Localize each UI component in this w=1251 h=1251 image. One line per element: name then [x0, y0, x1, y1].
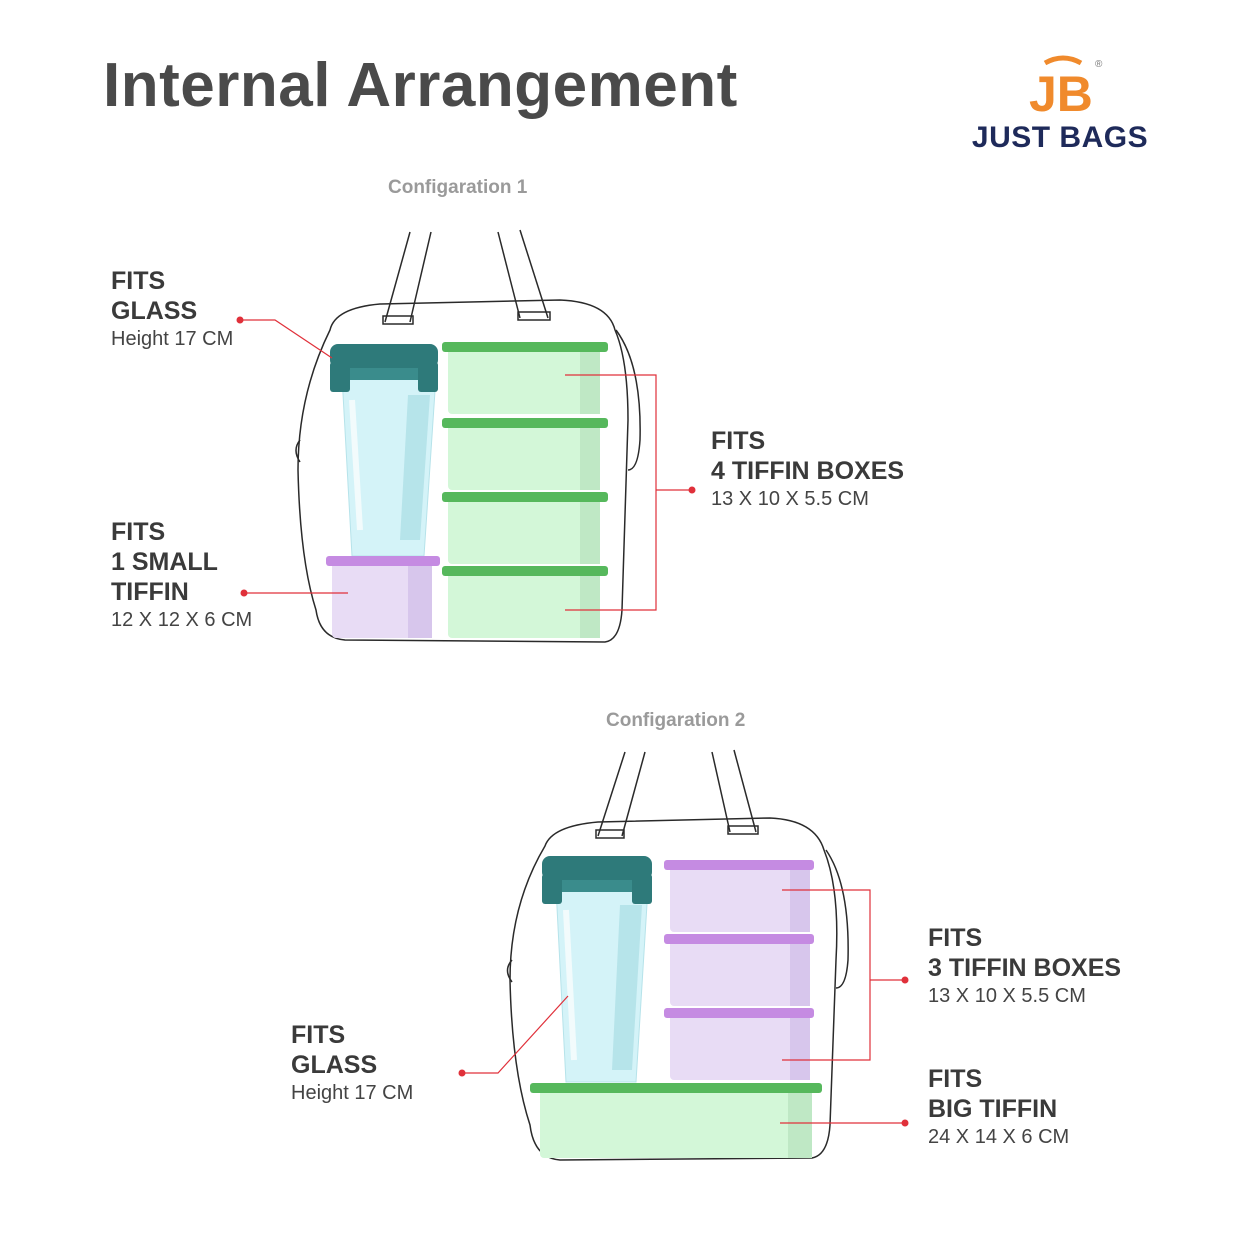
callout-tiffin-boxes-2: FITS 3 TIFFIN BOXES 13 X 10 X 5.5 CM: [928, 923, 1121, 1009]
callout-small-tiffin-1-line3: TIFFIN: [111, 578, 189, 606]
callout-small-tiffin-1-line1: FITS: [111, 518, 166, 546]
callout-lines-2: [462, 889, 905, 1124]
callout-glass-2-line1: FITS: [291, 1021, 346, 1049]
tiffin-stack-2: [664, 860, 814, 1080]
callout-tiffin-boxes-1-line2: 4 TIFFIN BOXES: [711, 457, 905, 485]
small-tiffin-1: [326, 556, 440, 638]
callout-dots-2: [458, 976, 909, 1127]
callout-glass-1-line1: FITS: [111, 267, 166, 295]
callout-glass-2-detail: Height 17 CM: [291, 1082, 414, 1104]
jb-mark-text: JB: [1029, 66, 1093, 117]
callout-dots-1: [236, 316, 696, 597]
callout-big-tiffin-2: FITS BIG TIFFIN 24 X 14 X 6 CM: [928, 1064, 1069, 1150]
callout-small-tiffin-1-detail: 12 X 12 X 6 CM: [111, 609, 253, 631]
glass-1: [330, 344, 438, 557]
brand-logo: JB ® JUST BAGS: [955, 55, 1165, 165]
callout-tiffin-boxes-2-line2: 3 TIFFIN BOXES: [928, 954, 1122, 982]
callout-small-tiffin-1-line2: 1 SMALL: [111, 548, 218, 576]
callout-big-tiffin-2-detail: 24 X 14 X 6 CM: [928, 1126, 1070, 1148]
callout-tiffin-boxes-1-line1: FITS: [711, 427, 766, 455]
registered-mark: ®: [1095, 59, 1103, 70]
callout-glass-2-line2: GLASS: [291, 1051, 378, 1079]
callout-tiffin-boxes-1: FITS 4 TIFFIN BOXES 13 X 10 X 5.5 CM: [711, 426, 904, 512]
big-tiffin-2: [530, 1083, 822, 1158]
callout-lines-1: [240, 319, 692, 611]
page-title: Internal Arrangement: [103, 51, 738, 120]
bag-1: [295, 229, 641, 643]
config-1-label: Configaration 1: [388, 177, 528, 198]
callout-big-tiffin-2-line2: BIG TIFFIN: [928, 1095, 1058, 1123]
callout-glass-1-detail: Height 17 CM: [111, 328, 234, 350]
brand-name: JUST BAGS: [971, 121, 1149, 154]
callout-glass-1: FITS GLASS Height 17 CM: [111, 266, 233, 352]
callout-tiffin-boxes-1-detail: 13 X 10 X 5.5 CM: [711, 488, 869, 510]
config-2-label: Configaration 2: [606, 710, 746, 731]
callout-small-tiffin-1: FITS 1 SMALL TIFFIN 12 X 12 X 6 CM: [111, 517, 252, 633]
callout-glass-2: FITS GLASS Height 17 CM: [291, 1020, 413, 1106]
bag-2: [506, 749, 849, 1161]
jb-logo-icon: JB ®: [1029, 55, 1103, 117]
glass-2: [542, 856, 652, 1083]
callout-big-tiffin-2-line1: FITS: [928, 1065, 983, 1093]
tiffin-stack-1: [442, 342, 608, 638]
callout-glass-1-line2: GLASS: [111, 297, 198, 325]
callout-tiffin-boxes-2-detail: 13 X 10 X 5.5 CM: [928, 985, 1086, 1007]
callout-tiffin-boxes-2-line1: FITS: [928, 924, 983, 952]
